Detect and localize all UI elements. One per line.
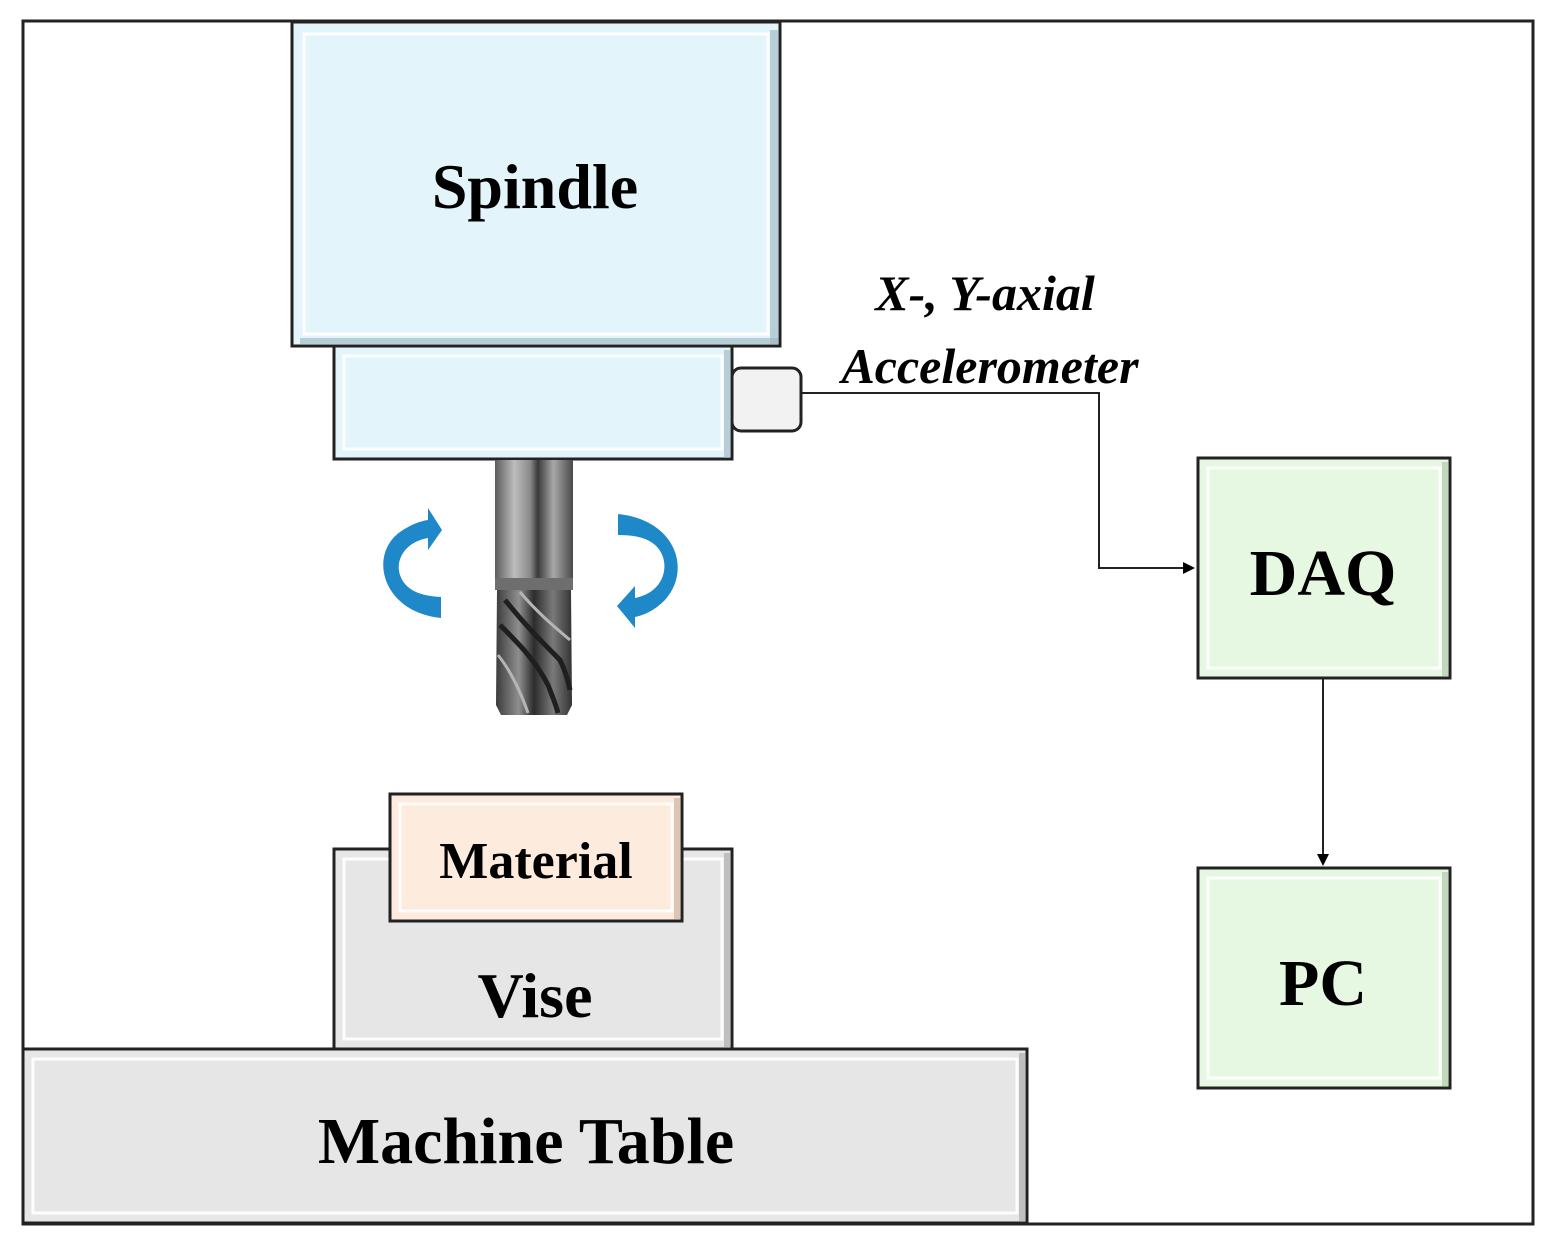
pc-block: [1196, 866, 1452, 1090]
machine-table-label: Machine Table: [318, 1105, 734, 1178]
material-block: [388, 792, 684, 923]
accelerometer-label-line2: Accelerometer: [838, 338, 1139, 394]
signal-line-accelerometer-to-daq: [801, 392, 1195, 574]
machine-table-block: [21, 1047, 1029, 1225]
material-label: Material: [439, 833, 632, 890]
rotation-arrow-right-icon: [617, 514, 678, 628]
accelerometer-sensor: [730, 366, 803, 433]
spindle-label: Spindle: [432, 151, 638, 222]
vise-label: Vise: [478, 960, 593, 1031]
accelerometer-label-line1: X-, Y-axial: [873, 265, 1095, 321]
spindle-block: [290, 20, 782, 348]
rotation-arrow-left-icon: [383, 508, 442, 618]
daq-label: DAQ: [1250, 537, 1397, 610]
daq-block: [1196, 456, 1452, 680]
end-mill-tool-icon: [495, 460, 573, 715]
spindle-holder-block: [332, 344, 734, 461]
pc-label: PC: [1279, 947, 1367, 1020]
